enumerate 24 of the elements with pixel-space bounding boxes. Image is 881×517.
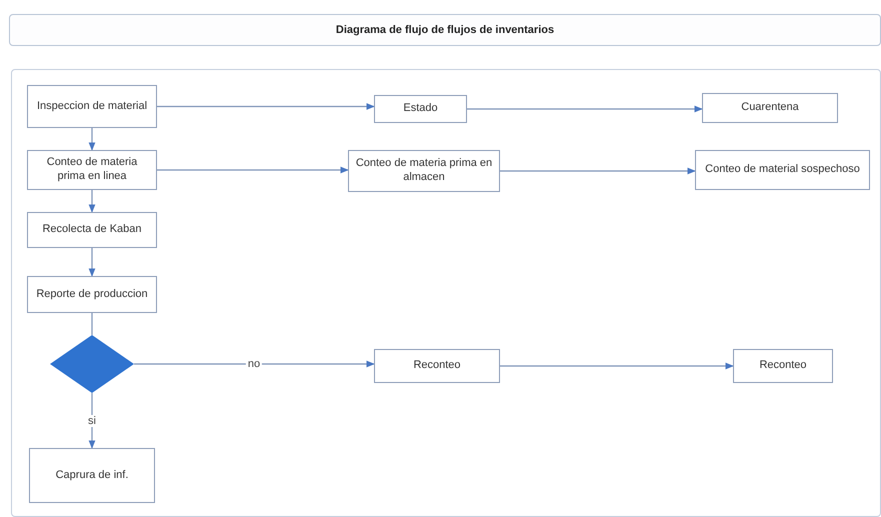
arrow [88, 248, 96, 277]
edge-label: no [246, 358, 262, 370]
decision-diamond [50, 335, 134, 393]
diagram-title: Diagrama de flujo de flujos de inventarios [9, 14, 881, 46]
arrow [157, 166, 349, 174]
process-box: Estado [374, 95, 467, 123]
process-box: Conteo de materia prima en linea [27, 150, 157, 190]
process-box: Cuarentena [702, 93, 838, 123]
process-box: Conteo de material sospechoso [695, 150, 870, 190]
process-box: Reporte de produccion [27, 276, 157, 313]
arrow [88, 128, 96, 151]
process-box: Conteo de materia prima en almacen [348, 150, 500, 192]
process-box: Reconteo [733, 349, 833, 383]
arrow [500, 362, 734, 370]
process-box: Caprura de inf. [29, 448, 155, 503]
process-box: Recolecta de Kaban [27, 212, 157, 248]
arrow [467, 106, 703, 112]
arrow [157, 103, 375, 110]
arrow [500, 168, 696, 174]
arrow [134, 360, 375, 368]
process-box: Inspeccion de material [27, 85, 157, 128]
arrow [88, 190, 96, 213]
edge-label: si [86, 414, 98, 426]
process-box: Reconteo [374, 349, 500, 383]
